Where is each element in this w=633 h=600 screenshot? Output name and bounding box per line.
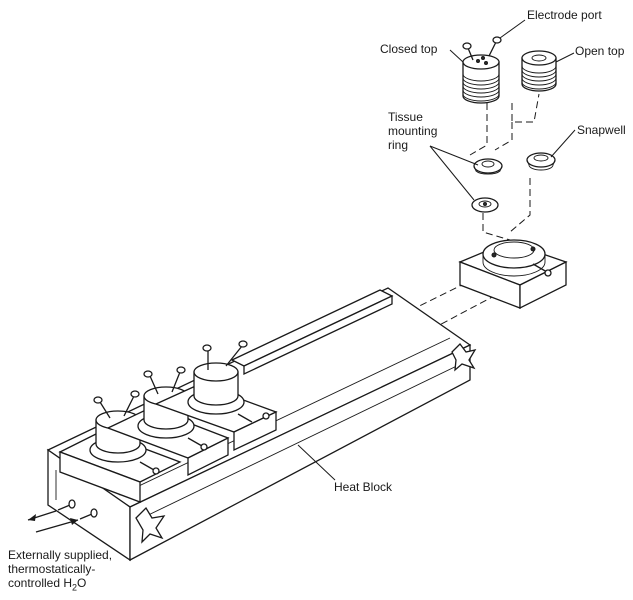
closed-top-chamber	[462, 54, 500, 104]
label-pointers	[297, 19, 576, 481]
open-top-chamber	[521, 50, 557, 92]
water-supply-label-line3: controlled H2O	[8, 576, 112, 594]
water-supply-label-subscript: 2	[72, 582, 78, 593]
knob-right	[451, 343, 477, 372]
tissue-mounting-ring-label-line2: mounting	[388, 124, 438, 138]
knob-left	[135, 506, 166, 544]
electrode-pair	[462, 36, 502, 61]
tissue-mounting-ring-upper	[473, 158, 503, 175]
electrode-port-label: Electrode port	[527, 8, 602, 22]
water-supply-label-suffix: O	[77, 576, 87, 590]
tissue-mounting-ring-label-line3: ring	[388, 138, 409, 152]
water-supply-label-prefix: controlled H	[8, 576, 73, 590]
snapwell-insert	[526, 152, 556, 171]
open-top-label: Open top	[575, 44, 625, 58]
tissue-mounting-ring-lower	[471, 197, 499, 213]
heat-block-label: Heat Block	[334, 480, 393, 494]
water-supply-label-line2: thermostatically-	[8, 562, 96, 576]
chamber-base-block	[458, 239, 568, 310]
assembly-guide-lines	[394, 93, 540, 331]
closed-top-label: Closed top	[380, 42, 438, 56]
water-supply-label: Externally supplied, thermostatically- c…	[8, 548, 112, 594]
mounted-chamber-3	[154, 340, 278, 452]
water-supply-label-line1: Externally supplied,	[8, 548, 113, 562]
tissue-mounting-ring-label-line1: Tissue	[388, 110, 423, 124]
water-inlet-fittings	[27, 499, 98, 533]
snapwell-label: Snapwell	[577, 123, 626, 137]
tissue-mounting-ring-label: Tissue mounting ring	[388, 110, 437, 152]
